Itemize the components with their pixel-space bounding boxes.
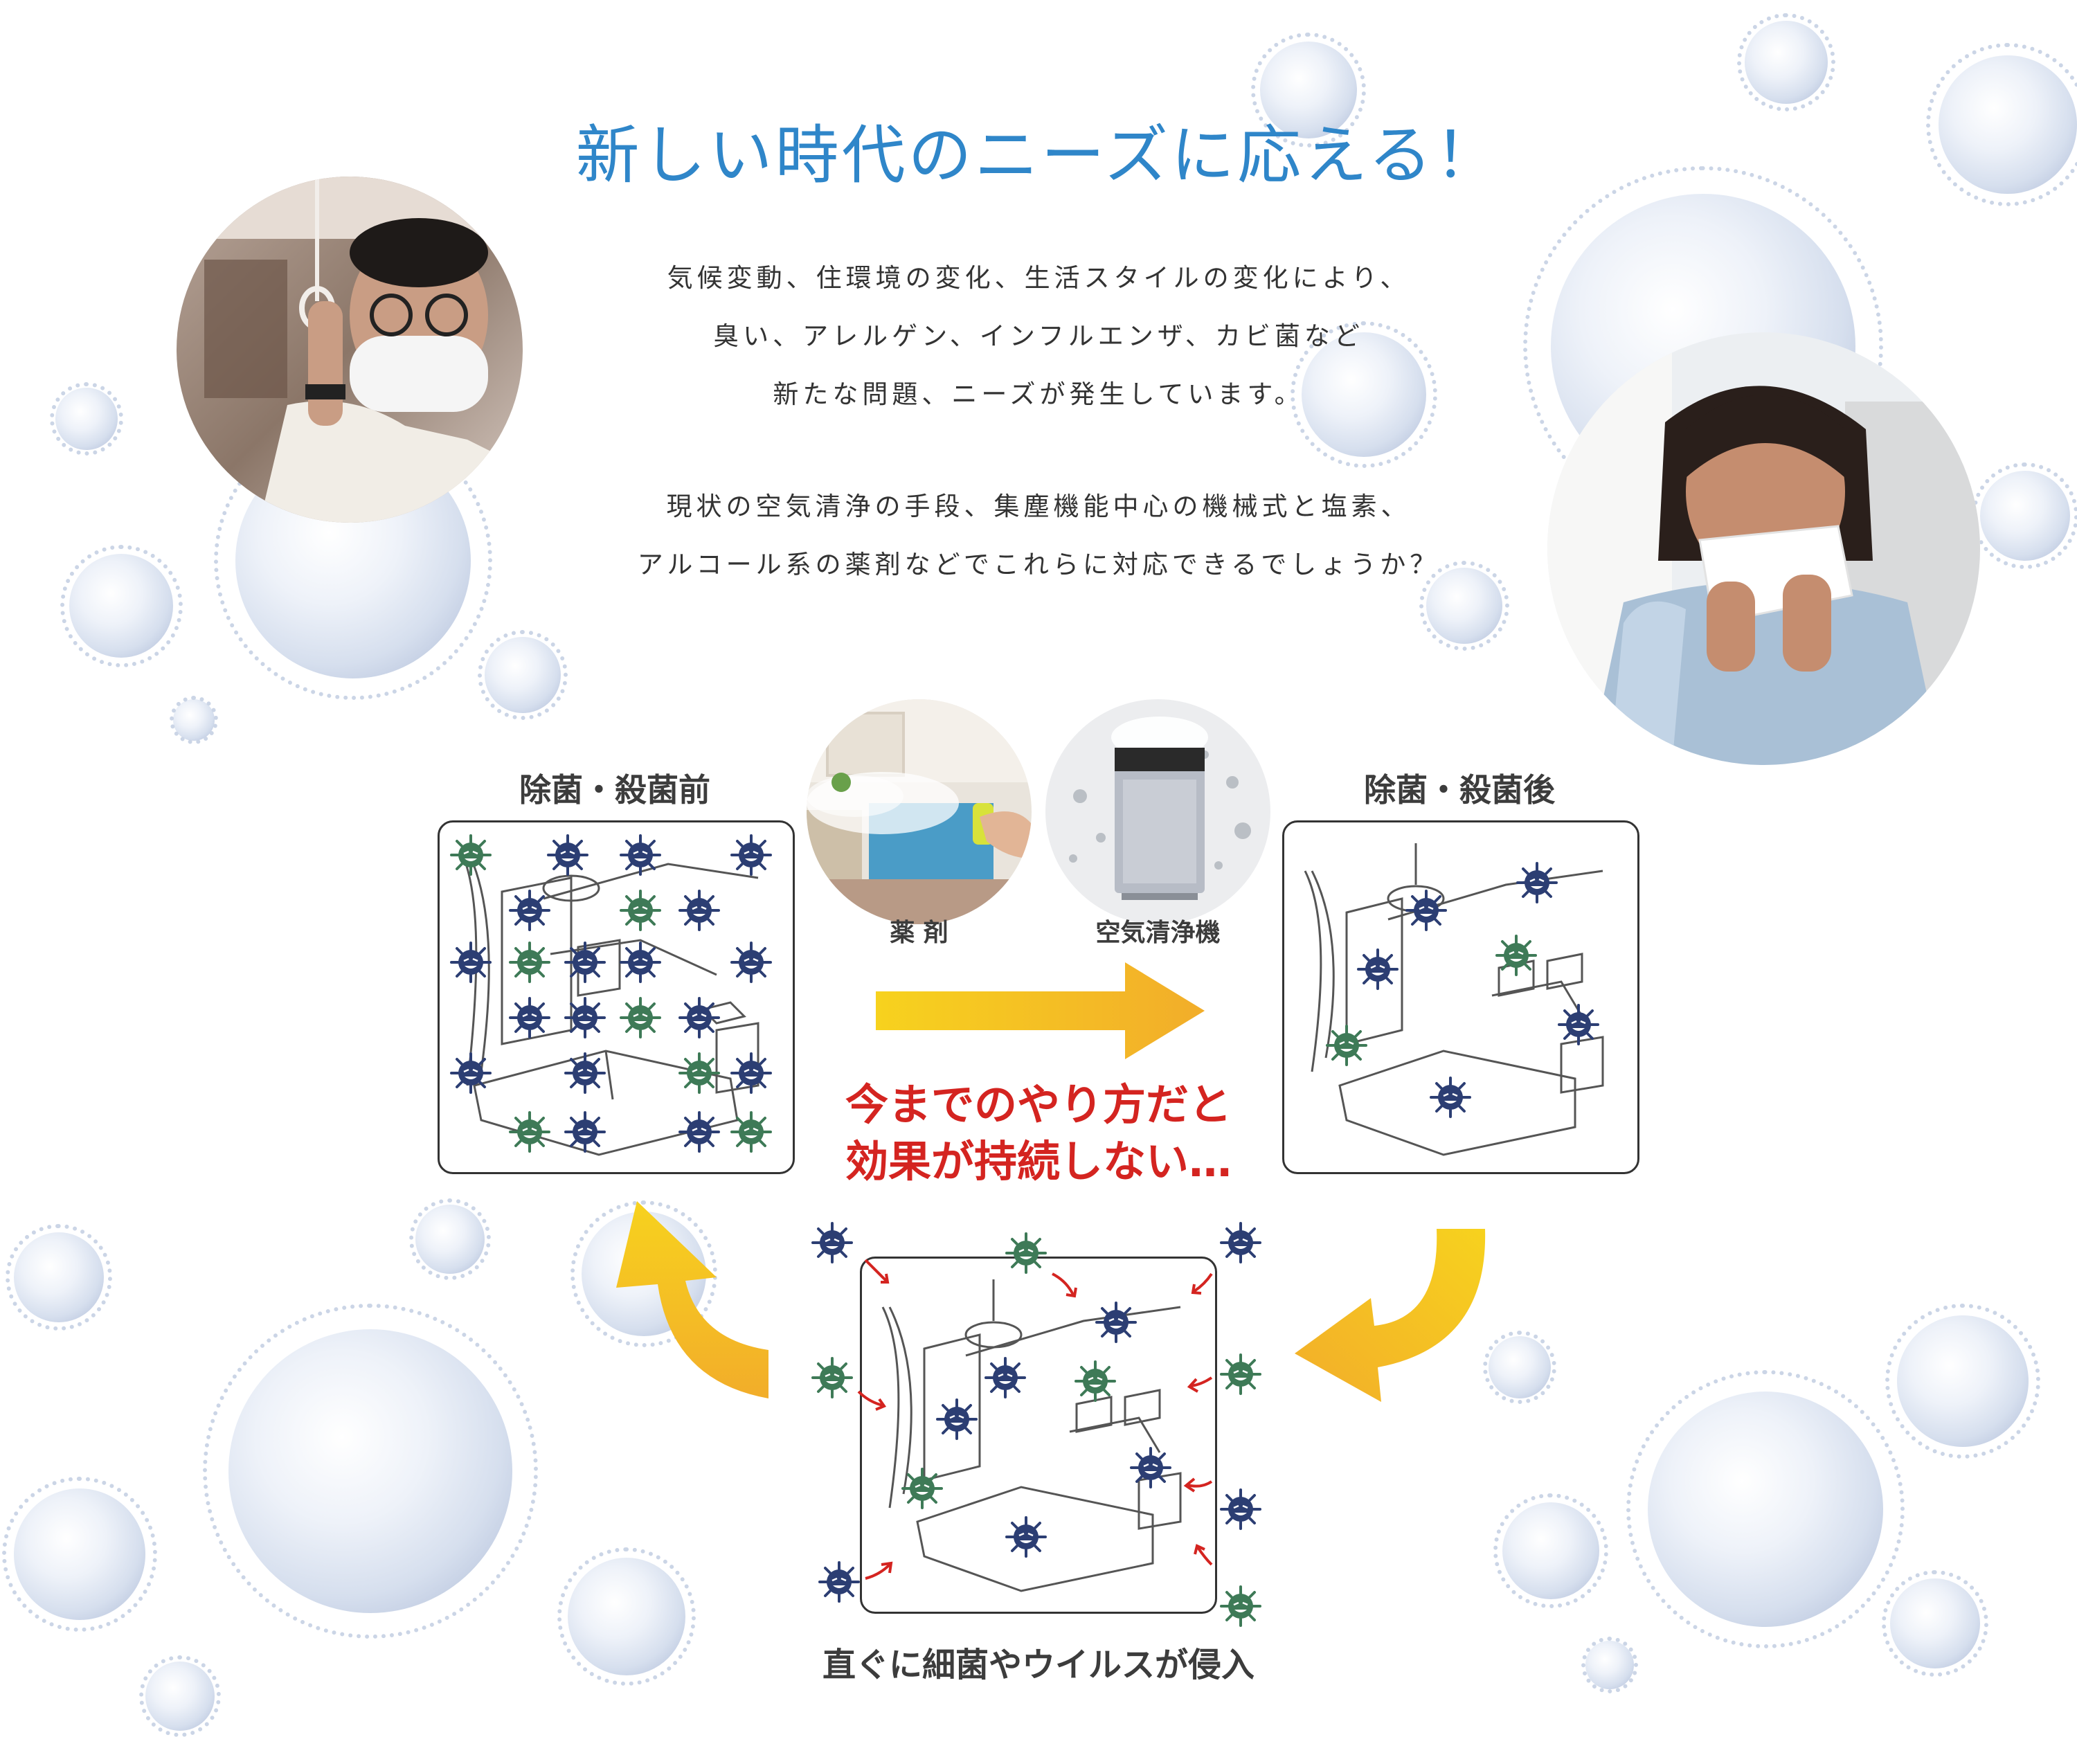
virus-decoration — [6, 1224, 112, 1331]
germ-icon — [730, 942, 772, 983]
germ-icon — [620, 997, 661, 1038]
bedroom-drawing — [459, 849, 759, 1156]
germ-icon — [1357, 948, 1399, 990]
germ-icon — [564, 997, 606, 1038]
virus-decoration — [1885, 1303, 2041, 1459]
virus-decoration — [1926, 43, 2077, 206]
warning-line: 効果が持続しない… — [845, 1136, 1232, 1187]
room-after-panel — [1282, 820, 1639, 1174]
virus-decoration — [409, 1198, 491, 1280]
invasion-arrows — [857, 1259, 1213, 1580]
before-title: 除菌・殺菌前 — [519, 771, 710, 809]
curved-down-arrow-icon — [1295, 1229, 1486, 1402]
germ-icon — [564, 1052, 606, 1094]
germ-icon — [1516, 862, 1558, 903]
virus-decoration — [1737, 13, 1835, 111]
air-purifier-photo — [1045, 699, 1270, 924]
germ-icon — [564, 1111, 606, 1153]
bedroom-drawing — [1304, 843, 1604, 1156]
germ-icon — [564, 942, 606, 983]
germ-icon — [509, 1111, 550, 1153]
virus-decoration — [1482, 1330, 1557, 1405]
virus-decoration — [1251, 33, 1366, 147]
virus-decoration — [1290, 321, 1438, 469]
right-arrow-icon — [876, 962, 1205, 1059]
room-reinvasion-panel — [860, 1257, 1217, 1614]
germ-icon — [730, 834, 772, 876]
germ-icon — [1326, 1025, 1367, 1066]
intro-line: アルコール系の薬剤などでこれらに対応できるでしょうか？ — [637, 550, 1440, 579]
chemical-label: 薬 剤 — [890, 919, 948, 947]
germ-icon — [678, 997, 720, 1038]
germ-icon — [1558, 1004, 1599, 1045]
bottom-caption: 直ぐに細菌やウイルスが侵入 — [822, 1646, 1255, 1684]
virus-decoration — [169, 695, 219, 745]
virus-decoration — [49, 381, 124, 456]
germ-icon — [450, 834, 492, 876]
virus-decoration — [1493, 1493, 1608, 1608]
germ-icon — [1495, 935, 1537, 976]
room-before-panel — [438, 820, 795, 1174]
intro-line: 現状の空気清浄の手段、集塵機能中心の機械式と塩素、 — [666, 492, 1411, 521]
germ-icon — [730, 1052, 772, 1094]
germ-icon — [509, 942, 550, 983]
virus-decoration — [557, 1547, 696, 1686]
germ-icon — [1430, 1077, 1471, 1118]
sneezing-woman-photo — [1547, 332, 1980, 765]
intro-line: 気候変動、住環境の変化、生活スタイルの変化により、 — [667, 263, 1410, 293]
germ-icon — [730, 1111, 772, 1153]
germ-icon — [620, 890, 661, 931]
intro-line: 臭い、アレルゲン、インフルエンザ、カビ菌など — [713, 321, 1364, 351]
germ-icon — [678, 1111, 720, 1153]
purifier-label: 空気清浄機 — [1095, 919, 1221, 947]
virus-decoration — [60, 544, 183, 667]
germ-icon — [509, 997, 550, 1038]
virus-decoration — [1882, 1570, 1988, 1677]
masked-commuter-photo — [177, 177, 523, 523]
page-title: 新しい時代のニーズに応える！ — [575, 118, 1502, 192]
virus-decoration — [1972, 462, 2077, 569]
germ-icon — [678, 1052, 720, 1094]
chemical-spray-photo — [807, 699, 1032, 924]
virus-decoration — [203, 1304, 538, 1639]
after-title: 除菌・殺菌後 — [1364, 771, 1555, 809]
germ-icon — [678, 890, 720, 931]
germ-icon — [547, 834, 588, 876]
germ-icon — [450, 942, 492, 983]
intro-line: 新たな問題、ニーズが発生しています。 — [773, 379, 1304, 409]
germ-icon — [450, 1052, 492, 1094]
germ-icon — [509, 890, 550, 931]
germ-icon — [620, 834, 661, 876]
virus-decoration — [1419, 561, 1509, 651]
curved-up-arrow-icon — [616, 1201, 768, 1398]
germ-icon — [1405, 890, 1447, 931]
virus-decoration — [1626, 1370, 1905, 1648]
bedroom-drawing — [881, 1279, 1182, 1592]
virus-decoration — [1, 1476, 158, 1632]
virus-decoration — [478, 630, 568, 720]
virus-decoration — [1581, 1636, 1639, 1694]
virus-decoration — [139, 1655, 221, 1737]
warning-line: 今までのやり方だと — [845, 1079, 1232, 1130]
germ-icon — [620, 942, 661, 983]
